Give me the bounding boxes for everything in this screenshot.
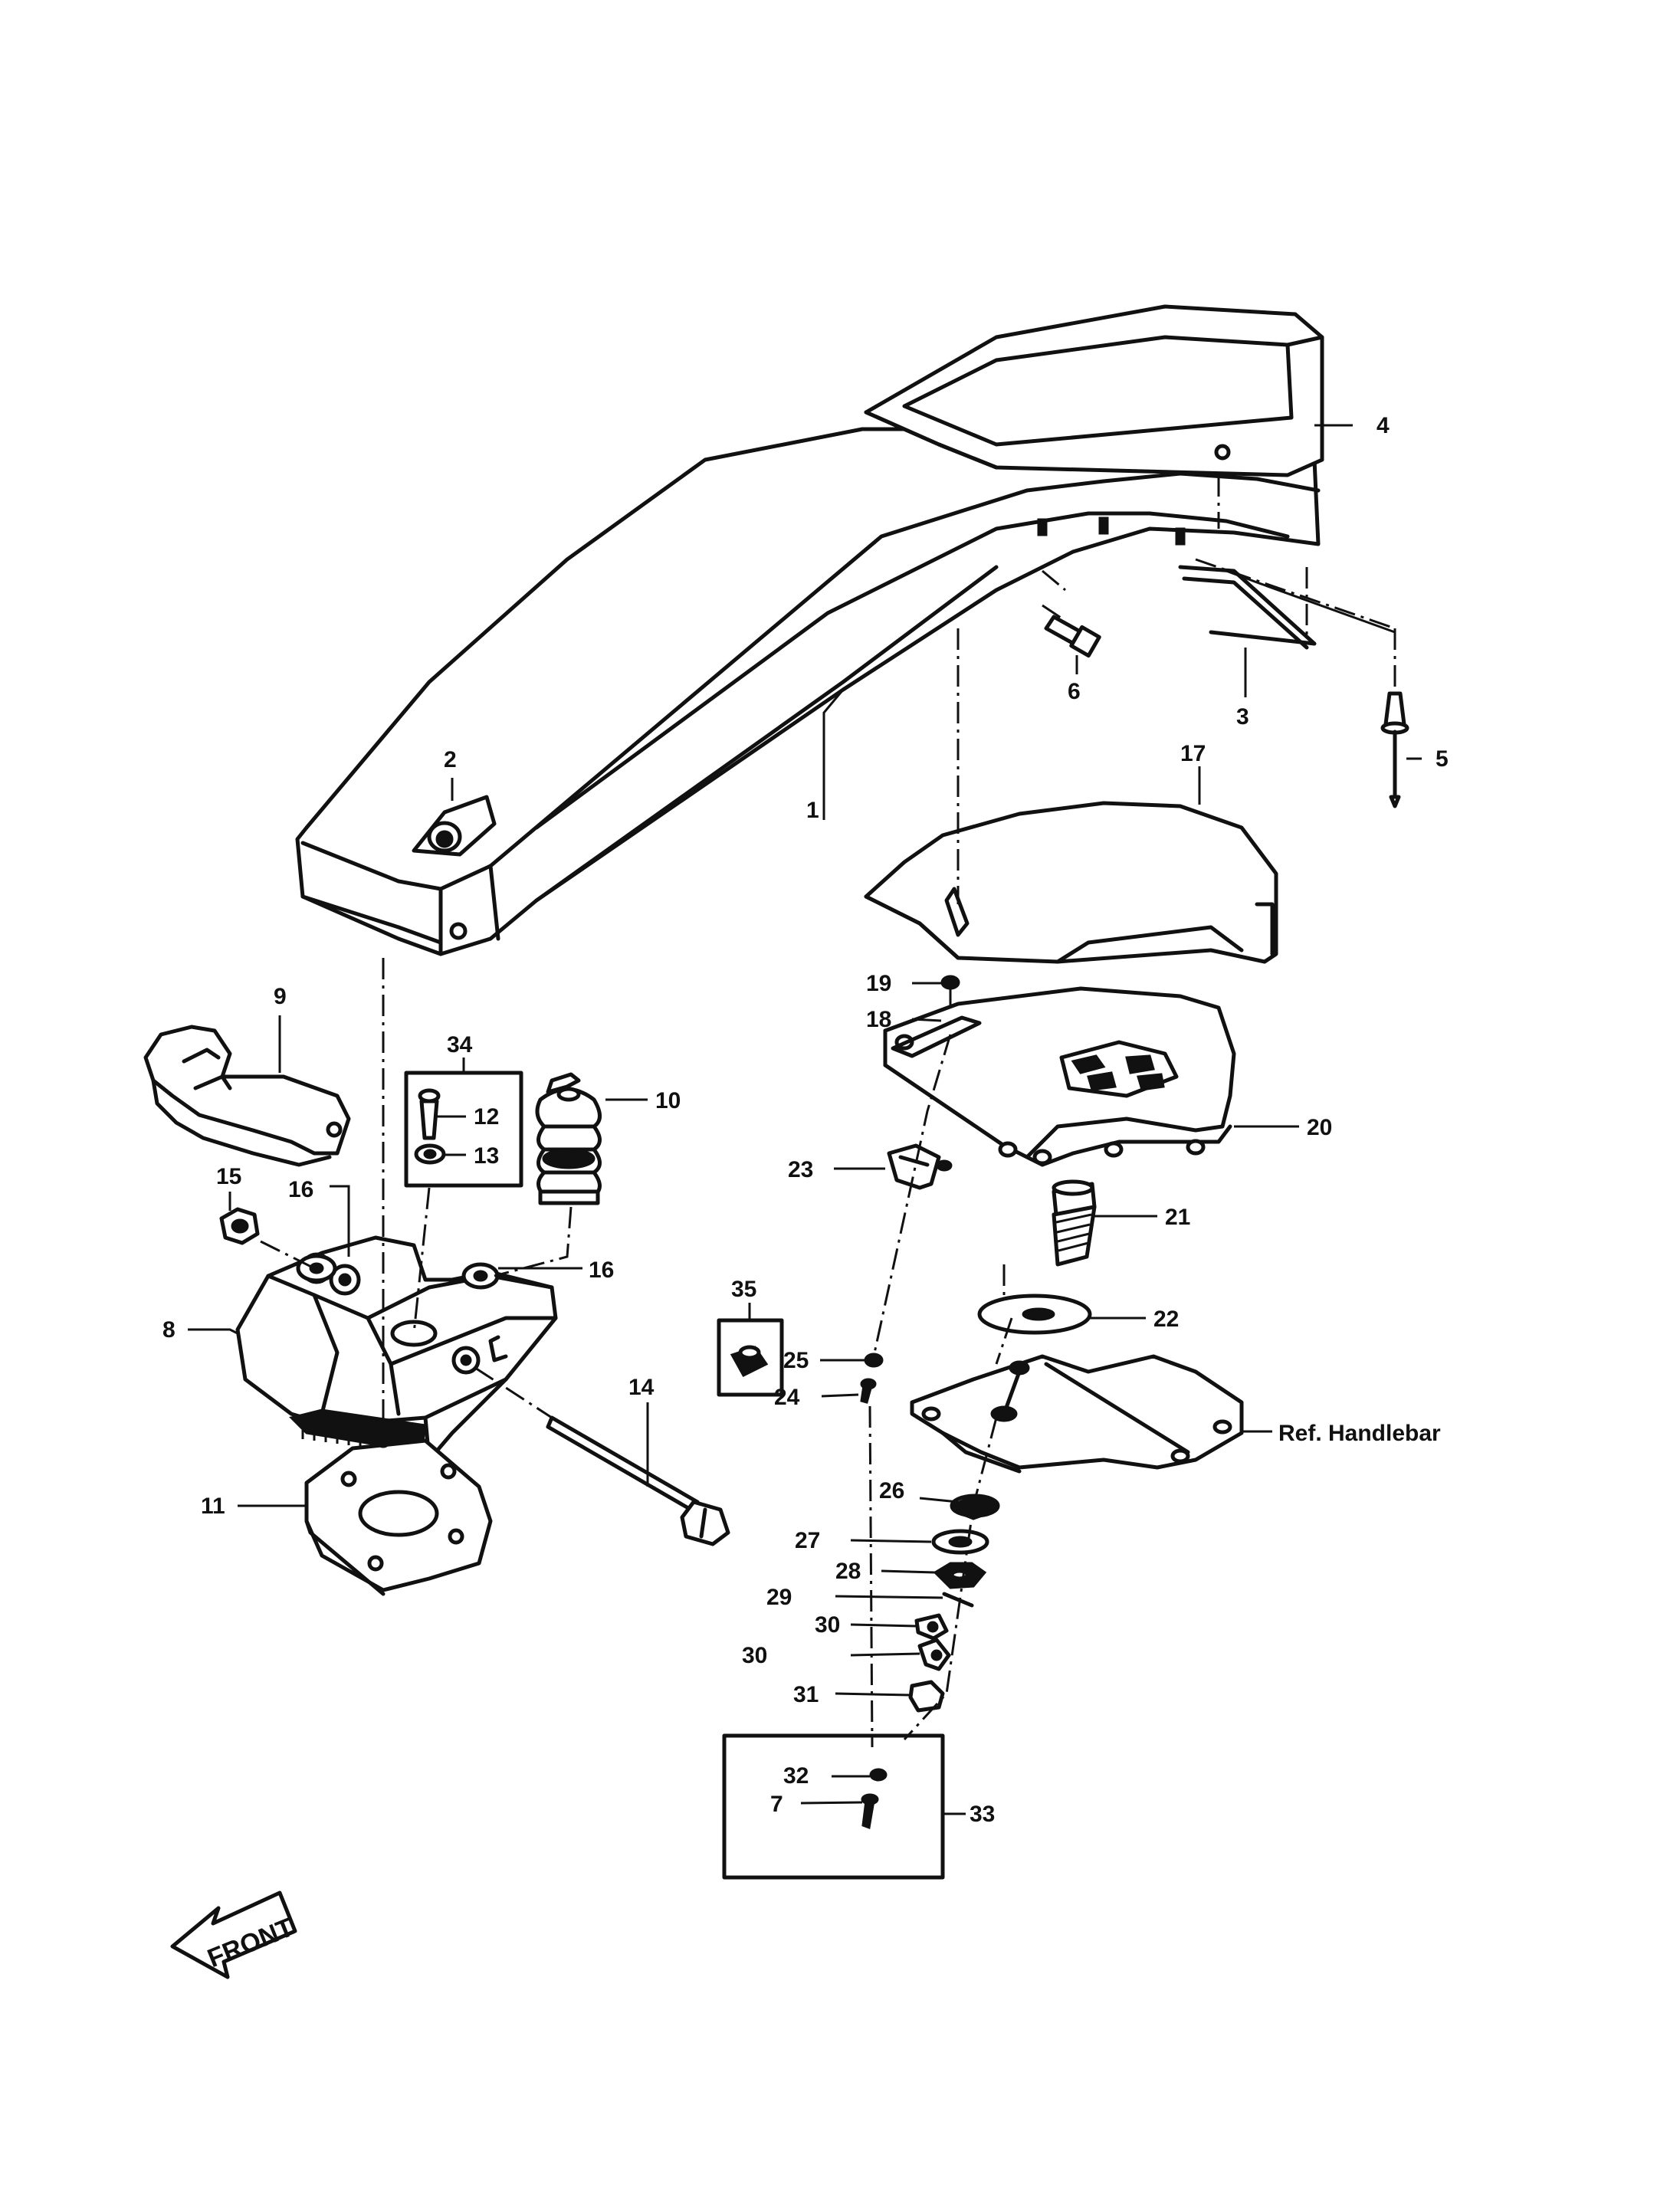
clamp-30b — [917, 1638, 951, 1671]
label-16a: 16 — [288, 1177, 313, 1202]
nut-28 — [933, 1562, 987, 1589]
label-9: 9 — [274, 984, 287, 1009]
label-18: 18 — [866, 1007, 891, 1032]
nut-15 — [219, 1207, 260, 1245]
label-7: 7 — [770, 1792, 783, 1817]
kit-box-33 — [722, 1733, 945, 1880]
label-5: 5 — [1436, 746, 1449, 772]
bolt-6 — [1044, 615, 1101, 658]
leader-lines — [188, 424, 1422, 1815]
label-24: 24 — [774, 1385, 800, 1410]
clamp-30a — [914, 1613, 949, 1641]
label-30a: 30 — [815, 1612, 840, 1638]
label-30b: 30 — [742, 1643, 767, 1668]
label-8: 8 — [162, 1317, 176, 1343]
label-15: 15 — [216, 1164, 241, 1189]
label-25: 25 — [783, 1348, 809, 1373]
label-27: 27 — [795, 1528, 820, 1553]
stud-21 — [1052, 1179, 1097, 1267]
label-22: 22 — [1153, 1307, 1179, 1332]
bent-wire — [1178, 565, 1317, 650]
washer-16b — [461, 1262, 500, 1290]
knob — [427, 821, 462, 853]
label-23: 23 — [788, 1157, 813, 1182]
label-1: 1 — [806, 798, 819, 823]
kit-box-35 — [717, 1318, 784, 1397]
bracket-8 — [235, 1235, 558, 1462]
kit-box-34 — [404, 1071, 523, 1188]
label-2: 2 — [444, 747, 457, 772]
label-35: 35 — [731, 1277, 756, 1302]
base-plate — [883, 986, 1236, 1167]
label-19: 19 — [866, 971, 891, 996]
label-28: 28 — [835, 1559, 861, 1584]
grommet-25 — [864, 1353, 884, 1368]
label-16b: 16 — [589, 1258, 614, 1283]
label-ref-handlebar: Ref. Handlebar — [1278, 1421, 1441, 1446]
label-17: 17 — [1180, 741, 1206, 766]
under-cover — [864, 801, 1278, 964]
bolt-12 — [418, 1088, 441, 1140]
handlebar-plate — [910, 1354, 1244, 1474]
hood-cover — [295, 427, 1321, 956]
long-bolt-14 — [546, 1415, 730, 1546]
part-labels: 1 2 3 4 5 6 7 8 9 10 11 12 13 14 15 16 1… — [162, 413, 1449, 1827]
block-31 — [908, 1680, 945, 1713]
label-4: 4 — [1376, 413, 1390, 438]
pad-9 — [143, 1025, 351, 1167]
label-10: 10 — [655, 1088, 681, 1113]
label-20: 20 — [1307, 1115, 1332, 1140]
label-14: 14 — [628, 1375, 655, 1400]
washer-27 — [931, 1529, 989, 1555]
rivet-5 — [1380, 691, 1409, 808]
label-11: 11 — [201, 1494, 225, 1519]
label-12: 12 — [474, 1104, 499, 1130]
label-26: 26 — [879, 1478, 904, 1503]
base-plate-11 — [304, 1433, 493, 1596]
washer-26 — [950, 1494, 1000, 1520]
label-29: 29 — [766, 1585, 792, 1610]
assembly-lines — [260, 475, 1396, 1748]
label-34: 34 — [447, 1032, 473, 1058]
washer-16a — [296, 1254, 337, 1283]
label-31: 31 — [793, 1682, 819, 1707]
front-arrow: FRONT — [170, 1890, 297, 1979]
label-6: 6 — [1068, 679, 1081, 704]
washer-13 — [414, 1143, 446, 1165]
label-3: 3 — [1236, 704, 1249, 730]
bellows-10 — [535, 1072, 602, 1205]
pin-29 — [942, 1592, 974, 1608]
top-rear-cap — [864, 304, 1324, 477]
clip-23 — [887, 1143, 953, 1190]
label-21: 21 — [1165, 1205, 1190, 1230]
washer-22 — [977, 1294, 1092, 1335]
label-13: 13 — [474, 1143, 499, 1169]
screw-24 — [860, 1378, 877, 1404]
label-32: 32 — [783, 1763, 809, 1789]
label-33: 33 — [970, 1802, 995, 1827]
